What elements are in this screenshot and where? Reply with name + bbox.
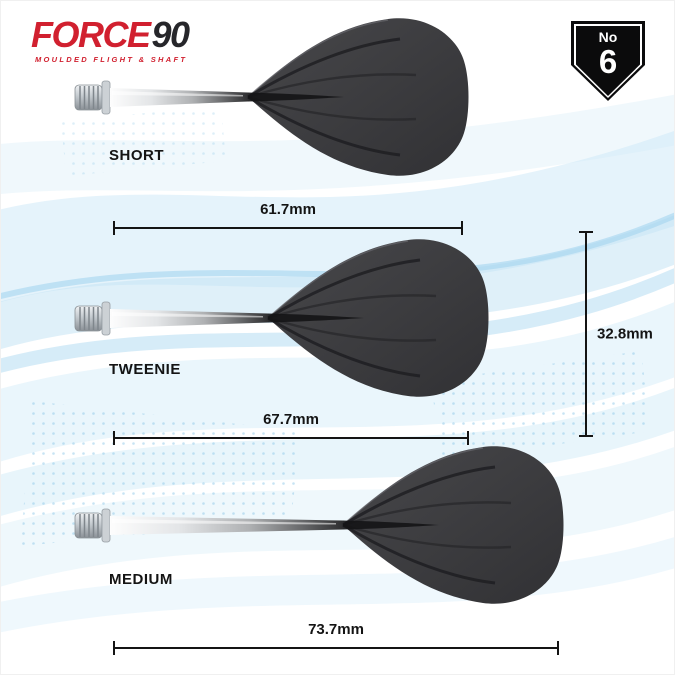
dimension-value-height: 32.8mm [597, 325, 653, 343]
flight-short [247, 18, 469, 176]
brand-name: FORCE90 [31, 14, 191, 55]
dimension-value-short: 61.7mm [260, 201, 316, 218]
flight-tweenie [267, 239, 489, 397]
dimension-length-tweenie: 67.7mm [113, 411, 469, 445]
shaft-body-medium [110, 516, 343, 535]
dimension-flight-height: 32.8mm [579, 231, 653, 437]
variant-label-medium: MEDIUM [109, 571, 173, 588]
variant-label-short: SHORT [109, 147, 164, 164]
shaft-body-tweenie [110, 309, 268, 328]
dimension-line [579, 231, 593, 437]
dimension-line [113, 431, 469, 445]
shaft-body-short [110, 88, 248, 107]
dimension-value-medium: 73.7mm [308, 621, 364, 638]
brand-logo: FORCE90 MOULDED FLIGHT & SHAFT [31, 14, 191, 64]
badge-prefix: No [598, 29, 618, 45]
dart-tweenie-graphic [74, 239, 489, 397]
dimension-line [113, 221, 463, 235]
thread-tip-icon [74, 80, 111, 115]
variant-label-tweenie: TWEENIE [109, 361, 181, 378]
dimension-line [113, 641, 559, 655]
no6-badge: No 6 [571, 21, 645, 101]
dimension-value-tweenie: 67.7mm [263, 411, 319, 428]
badge-content: No 6 [571, 21, 645, 101]
brand-name-90: 90 [151, 14, 191, 55]
dart-short-graphic [74, 18, 469, 176]
dimension-length-medium: 73.7mm [113, 621, 559, 655]
thread-tip-icon [74, 508, 111, 543]
dimension-length-short: 61.7mm [113, 201, 463, 235]
brand-tagline: MOULDED FLIGHT & SHAFT [35, 55, 188, 64]
dart-medium-graphic [74, 446, 564, 604]
thread-tip-icon [74, 301, 111, 336]
badge-number: 6 [598, 43, 618, 81]
brand-name-force: FORCE [31, 14, 151, 55]
flight-medium [342, 446, 564, 604]
